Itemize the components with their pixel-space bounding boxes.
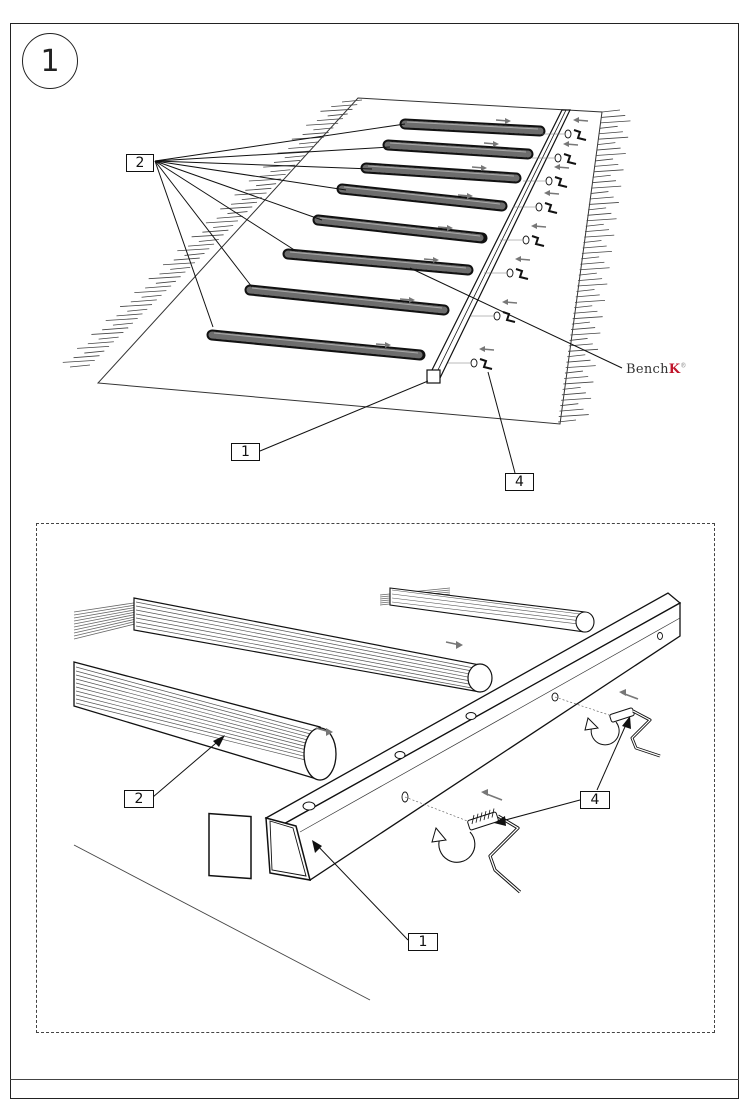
frame-rail	[426, 109, 571, 384]
overview-callout-slats: 2	[126, 154, 154, 172]
bolt-5	[522, 235, 530, 245]
allen-key-icon	[544, 202, 558, 214]
allen-key-icon	[554, 176, 568, 188]
page-frame	[10, 23, 739, 1099]
detail-callout-bolt: 4	[580, 791, 610, 809]
allen-key-icon	[563, 153, 577, 165]
slats-group	[206, 118, 546, 361]
allen-key-icon	[515, 268, 529, 280]
detail-callout-frame-rail: 1	[408, 933, 438, 951]
ground-hatching-right	[557, 109, 631, 423]
overview-illustration	[62, 97, 631, 474]
footer-divider	[10, 1079, 739, 1080]
bolt-1	[564, 129, 572, 139]
brand-logo: BenchK®	[626, 362, 687, 377]
allen-key-icon	[531, 235, 545, 247]
detail-view-frame	[36, 523, 715, 1033]
bolt-2	[554, 153, 562, 163]
bolt-7	[493, 311, 501, 321]
bolt-6	[506, 268, 514, 278]
overview-callout-bolts: 4	[505, 473, 534, 491]
allen-key-icon	[479, 358, 493, 370]
bolt-4	[535, 202, 543, 212]
slat-leader-lines	[154, 123, 406, 328]
bolts-group	[448, 117, 589, 370]
overview-callout-frame-rail: 1	[231, 443, 260, 461]
step-number: 1	[22, 33, 78, 89]
bolt-3	[545, 176, 553, 186]
bolt-8	[470, 358, 478, 368]
allen-key-icon	[573, 129, 587, 141]
detail-callout-slat: 2	[124, 790, 154, 808]
